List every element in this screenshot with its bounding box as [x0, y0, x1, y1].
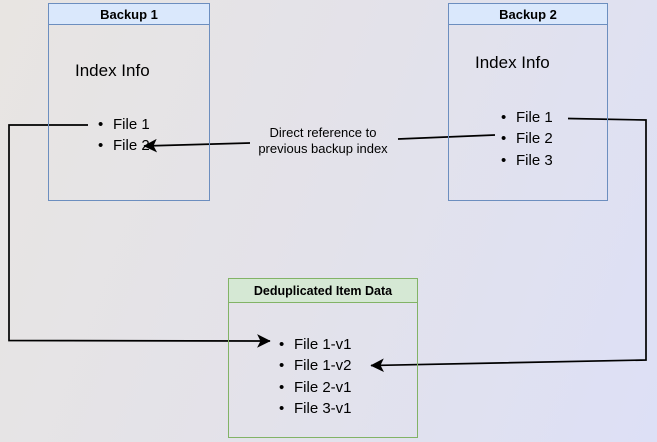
dedup-box: Deduplicated Item Data	[228, 278, 418, 438]
backup1-index-info-label: Index Info	[75, 61, 150, 80]
direct-reference-label-line2: previous backup index	[258, 140, 388, 156]
backup1-box: Backup 1	[48, 3, 210, 201]
backup2-title: Backup 2	[449, 4, 607, 25]
dedup-file-item: File 3-v1	[277, 398, 352, 420]
backup1-title: Backup 1	[49, 4, 209, 25]
dedup-file-item: File 1-v2	[277, 355, 352, 377]
backup2-box: Backup 2	[448, 3, 608, 201]
dedup-file-item: File 2-v1	[277, 377, 352, 399]
dedup-file-list: File 1-v1 File 1-v2 File 2-v1 File 3-v1	[277, 334, 352, 420]
direct-reference-label: Direct reference to previous backup inde…	[232, 125, 414, 156]
dedup-title: Deduplicated Item Data	[229, 279, 417, 303]
backup1-file-item: File 2	[96, 135, 150, 157]
backup2-file-list: File 1 File 2 File 3	[499, 107, 553, 172]
backup2-file-item: File 3	[499, 150, 553, 172]
backup2-index-info-label: Index Info	[475, 53, 550, 72]
backup2-file-item: File 2	[499, 128, 553, 150]
backup1-file-list: File 1 File 2	[96, 114, 150, 157]
dedup-file-item: File 1-v1	[277, 334, 352, 356]
direct-reference-label-line1: Direct reference to	[269, 125, 377, 140]
backup1-file-item: File 1	[96, 114, 150, 136]
backup2-file-item: File 1	[499, 107, 553, 129]
